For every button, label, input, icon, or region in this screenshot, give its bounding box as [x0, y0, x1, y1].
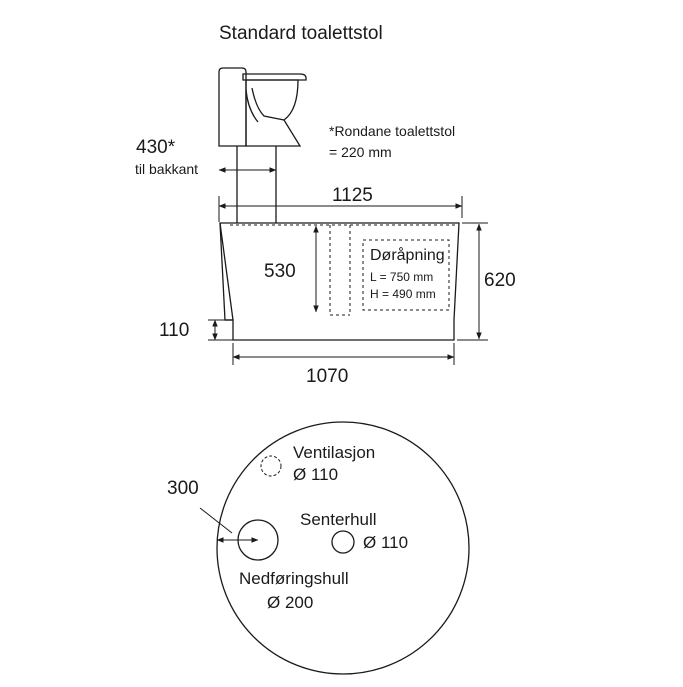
ventilation-label: Ventilasjon: [293, 443, 376, 462]
dim-430-line: [218, 160, 277, 180]
door-opening-height: H = 490 mm: [370, 287, 436, 301]
ventilation-hole: [260, 455, 282, 477]
center-hole: [331, 530, 355, 554]
dim-620-label: 620: [484, 270, 516, 291]
center-hole-label: Senterhull: [300, 510, 377, 529]
dim-300-line: [199, 507, 259, 543]
toilet-seat: [218, 67, 307, 147]
dim-1070-label: 1070: [306, 366, 349, 387]
dim-430-label: 430*: [136, 137, 176, 158]
drop-hole-diameter: Ø 200: [267, 593, 314, 612]
drop-hole-label: Nedføringshull: [239, 569, 349, 588]
drop-pipe: [236, 146, 277, 223]
note-line-1: *Rondane toalettstol: [329, 123, 456, 139]
dim-530-label: 530: [264, 261, 296, 282]
center-hole-diameter: Ø 110: [363, 533, 409, 552]
tank-top-circle: [216, 421, 470, 675]
dim-1070-line: [232, 343, 455, 365]
note-line-2: = 220 mm: [329, 144, 392, 160]
dim-110-line: [208, 319, 233, 341]
door-opening-length: L = 750 mm: [370, 270, 434, 284]
door-opening-title: Døråpning: [370, 247, 445, 264]
center-pipe: [230, 224, 455, 316]
dim-1125-line: [218, 196, 463, 222]
tank-outline: [219, 222, 460, 341]
dim-430-sublabel: til bakkant: [135, 161, 199, 177]
door-opening-box: [362, 239, 450, 311]
page-title: Standard toalettstol: [219, 23, 383, 44]
dim-620-line: [457, 222, 488, 341]
ventilation-diameter: Ø 110: [293, 465, 339, 484]
dim-110-label: 110: [159, 320, 190, 341]
dim-300-label: 300: [167, 478, 199, 499]
dim-1125-label: 1125: [332, 185, 373, 206]
